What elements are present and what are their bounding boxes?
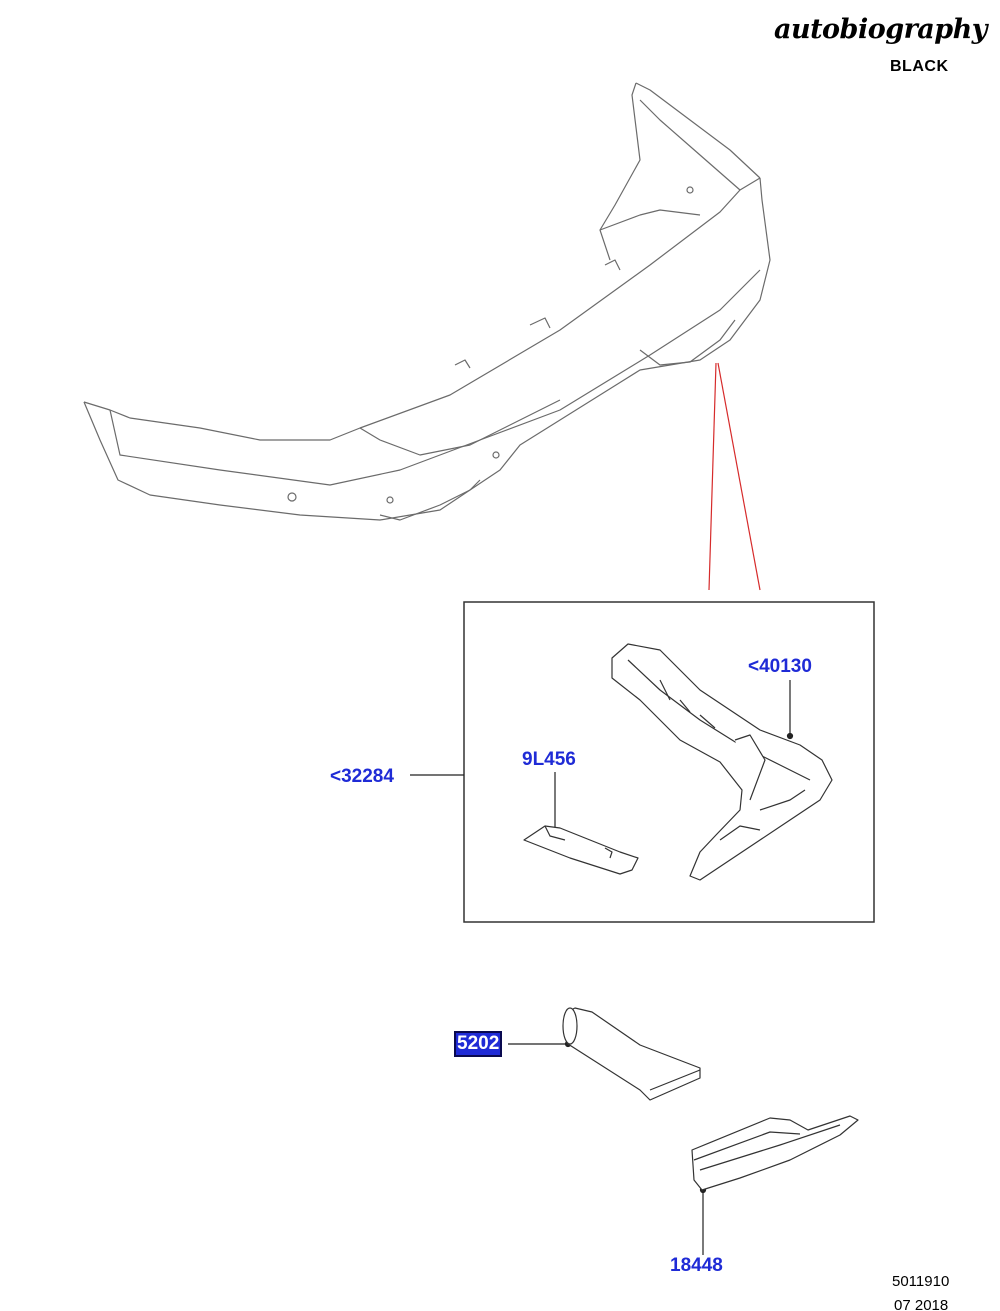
- cover-drawing: [523, 825, 639, 875]
- callout-trim-right[interactable]: <40130: [748, 656, 812, 677]
- rear-bumper-drawing: [83, 82, 771, 521]
- trim-panel-drawing: [611, 643, 833, 881]
- callout-cover[interactable]: 9L456: [522, 749, 576, 770]
- callout-tailpipe[interactable]: 5202: [453, 1031, 503, 1057]
- leader-lines: [708, 362, 761, 591]
- drawing-ref-number: 5011910: [892, 1273, 950, 1290]
- inset-frame: [463, 601, 875, 923]
- callout-assembly[interactable]: <32284: [330, 766, 394, 787]
- tailpipe-drawing: [562, 1007, 701, 1101]
- drawing-date: 07 2018: [894, 1297, 949, 1311]
- callout-bracket[interactable]: 18448: [670, 1255, 723, 1276]
- brand-logo-text: autobiography: [773, 14, 988, 45]
- edition-label: BLACK: [890, 58, 949, 75]
- bracket-drawing: [691, 1115, 859, 1191]
